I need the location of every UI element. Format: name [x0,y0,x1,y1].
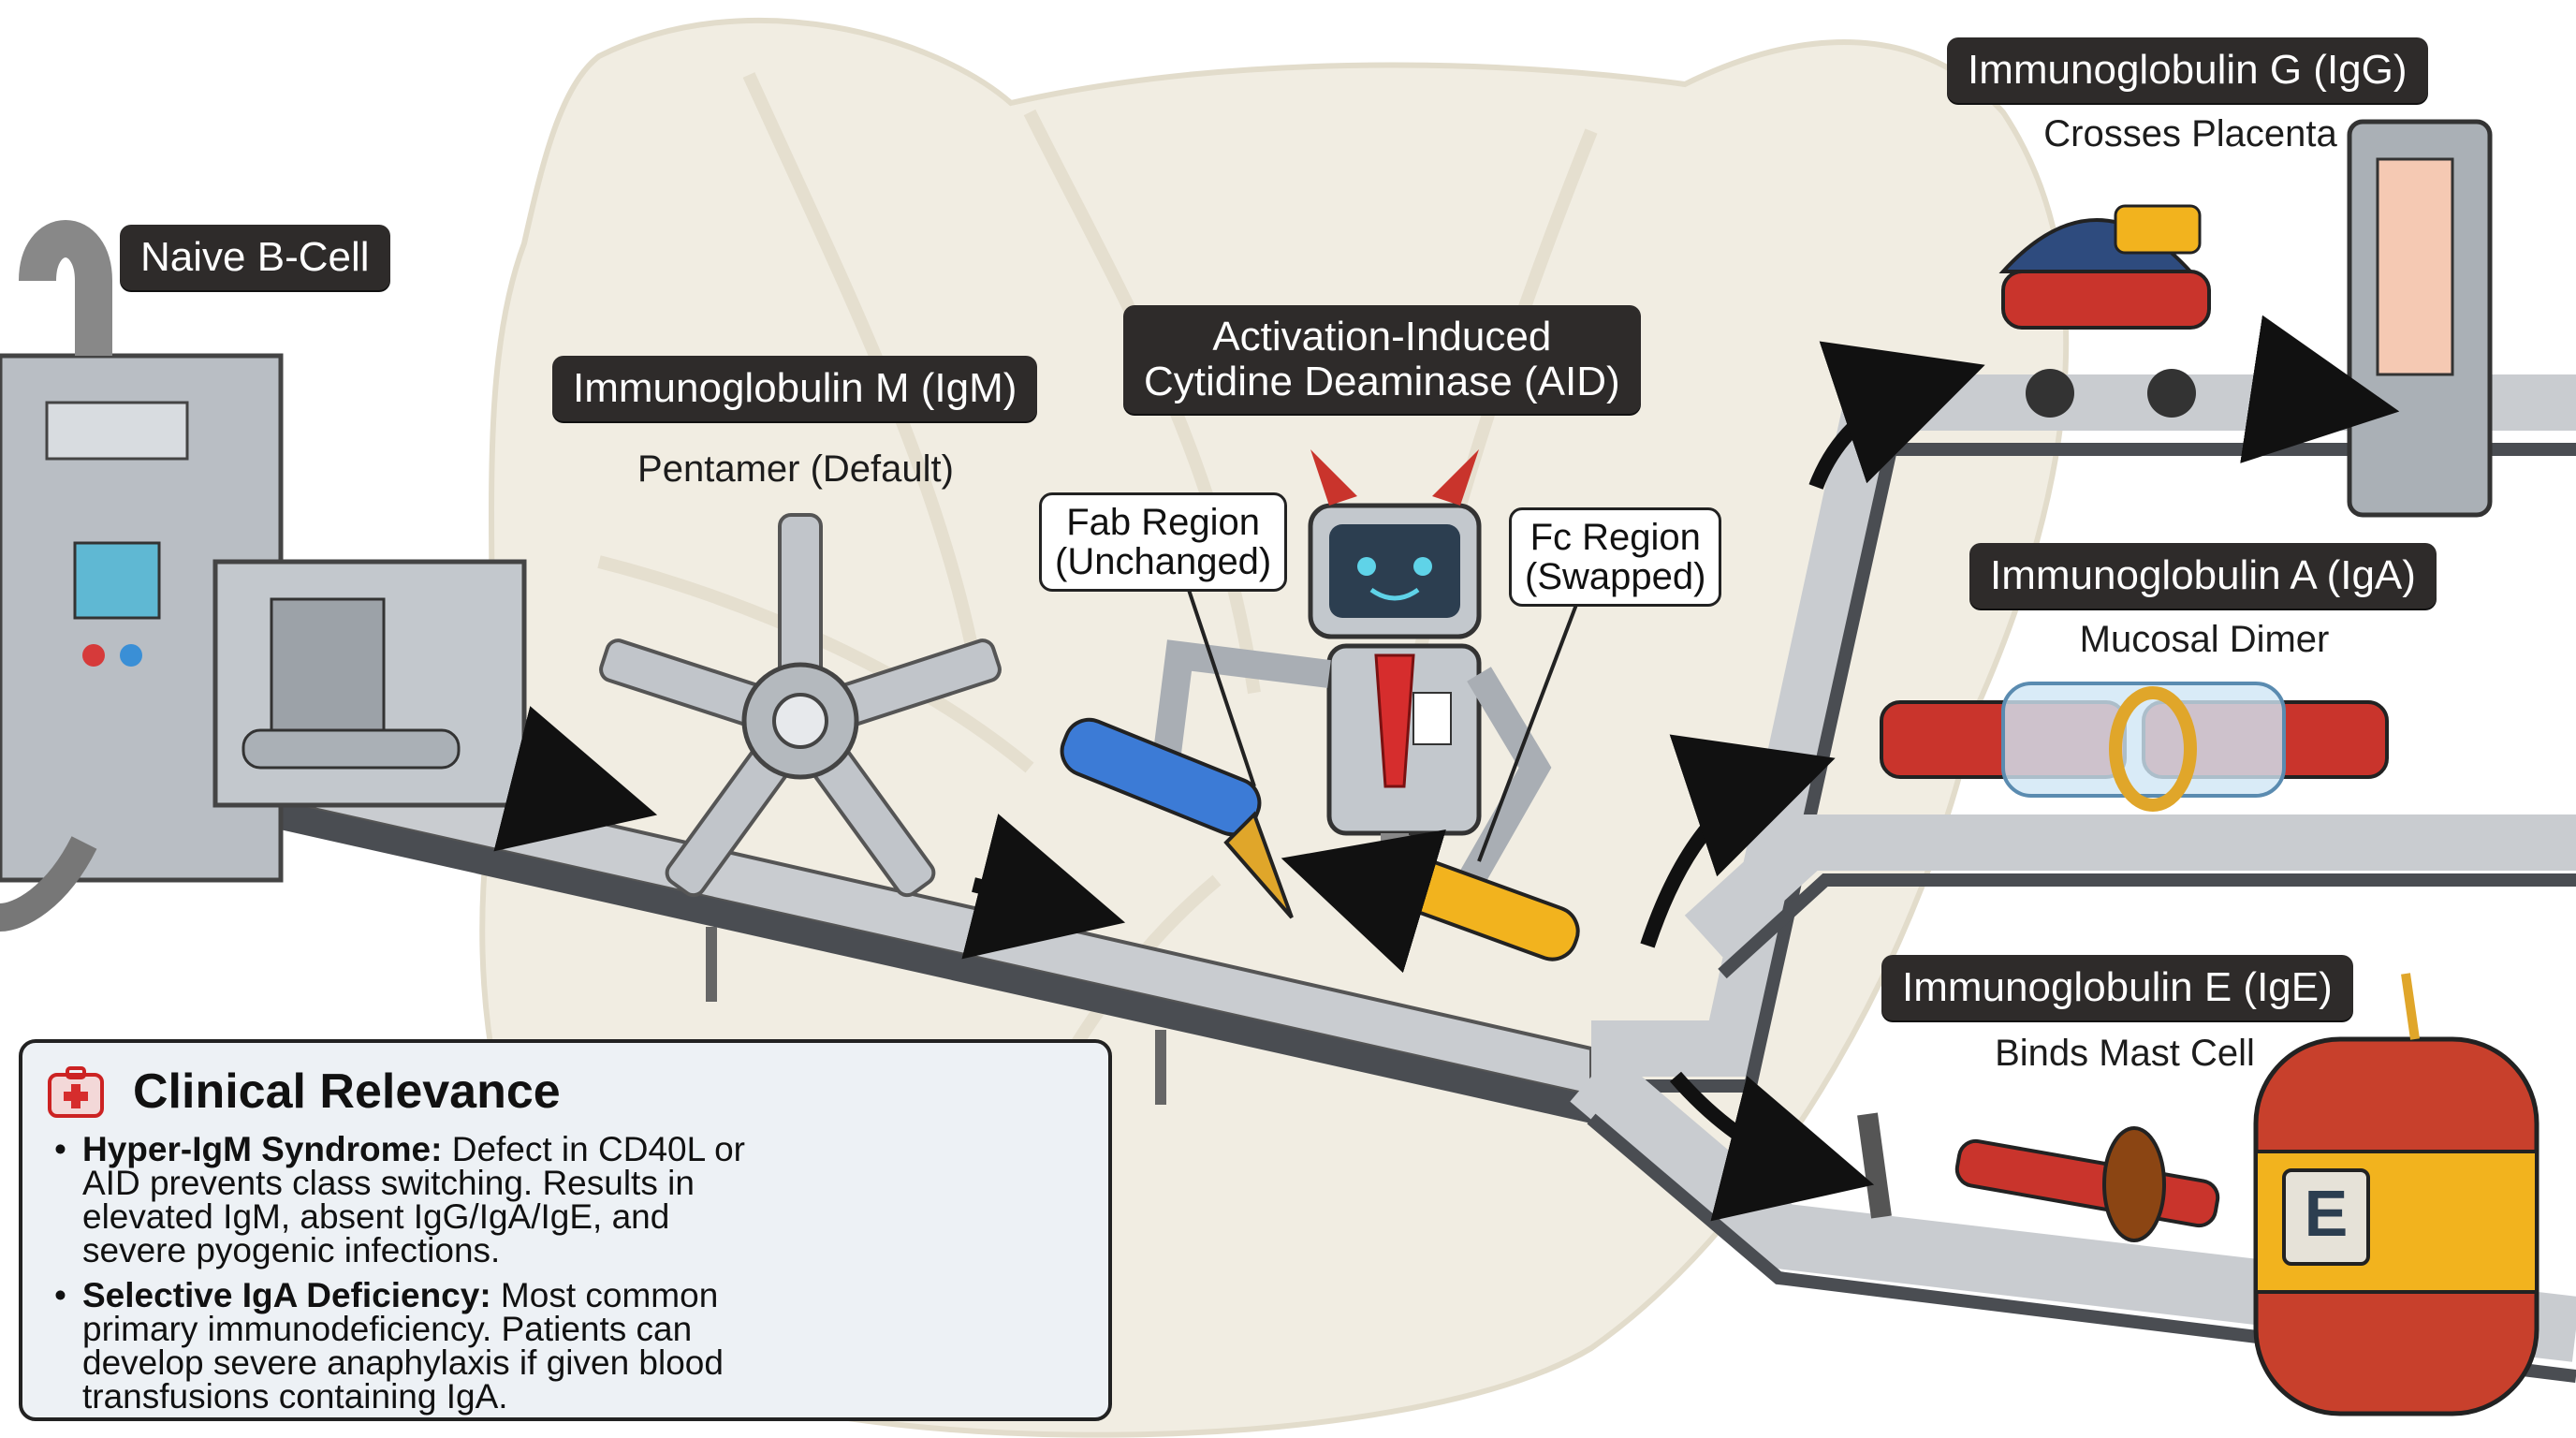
iga-dimer-icon [1880,682,2389,812]
igm-subtitle: Pentamer (Default) [637,448,954,490]
igm-pentamer-icon [599,513,1002,898]
naive-b-cell-label: Naive B-Cell [120,225,390,290]
clinical-term: Hyper-IgM Syndrome: [82,1130,443,1168]
igg-subtitle: Crosses Placenta [2043,113,2337,154]
aid-title-line-1: Activation-Induced [1212,314,1552,360]
ige-plunger-icon [1857,1112,2220,1242]
arrow-right-icon [1808,341,1985,490]
clinical-text: Most common primary immunodeficiency. Pa… [82,1276,724,1416]
fab-region-callout: Fab Region (Unchanged) [1039,492,1288,592]
ige-subtitle: Binds Mast Cell [1995,1033,2255,1074]
arrow-right-icon [1669,1071,1875,1222]
clinical-text: Defect in CD40L or AID prevents class sw… [82,1130,745,1269]
fab-line-2: (Unchanged) [1055,541,1272,582]
iga-title: Immunoglobulin A (IgA) [1969,543,2437,609]
fab-line-1: Fab Region [1066,502,1261,543]
arrow-right-icon [961,814,1126,960]
igg-stroller-icon [1998,204,2211,418]
clinical-item: Hyper-IgM Syndrome: Defect in CD40L or A… [49,1130,769,1269]
first-aid-kit-icon [48,1066,104,1118]
clinical-relevance-panel: Clinical Relevance Hyper-IgM Syndrome: D… [19,1039,1112,1421]
fc-line-1: Fc Region [1530,517,1701,558]
b-cell-machine [0,220,527,932]
flow-arrows [493,315,2400,1222]
callout-pointers [1187,589,1584,862]
aid-title-line-2: Cytidine Deaminase (AID) [1144,359,1620,404]
arrow-right-icon [493,706,658,852]
ige-title: Immunoglobulin E (IgE) [1881,955,2353,1020]
barrel-letter: E [2305,1177,2349,1250]
mast-cell-barrel-icon: E [2253,973,2539,1416]
arrow-right-icon [1281,829,1446,974]
fc-region-callout: Fc Region (Swapped) [1509,507,1722,607]
clinical-term: Selective IgA Deficiency: [82,1276,491,1314]
arrow-right-icon [1640,734,1836,948]
clinical-title: Clinical Relevance [133,1064,561,1119]
iga-subtitle: Mucosal Dimer [2079,619,2330,660]
fab-region-icon [1060,717,1294,919]
fc-line-2: (Swapped) [1525,556,1706,597]
clinical-item: Selective IgA Deficiency: Most common pr… [49,1276,769,1416]
clinical-list: Hyper-IgM Syndrome: Defect in CD40L or A… [49,1130,769,1416]
arrow-right-icon [2240,315,2400,463]
aid-title: Activation-Induced Cytidine Deaminase (A… [1123,305,1641,414]
placenta-gate-icon [2347,119,2493,518]
igg-title: Immunoglobulin G (IgG) [1947,37,2428,103]
igm-title: Immunoglobulin M (IgM) [552,356,1038,421]
